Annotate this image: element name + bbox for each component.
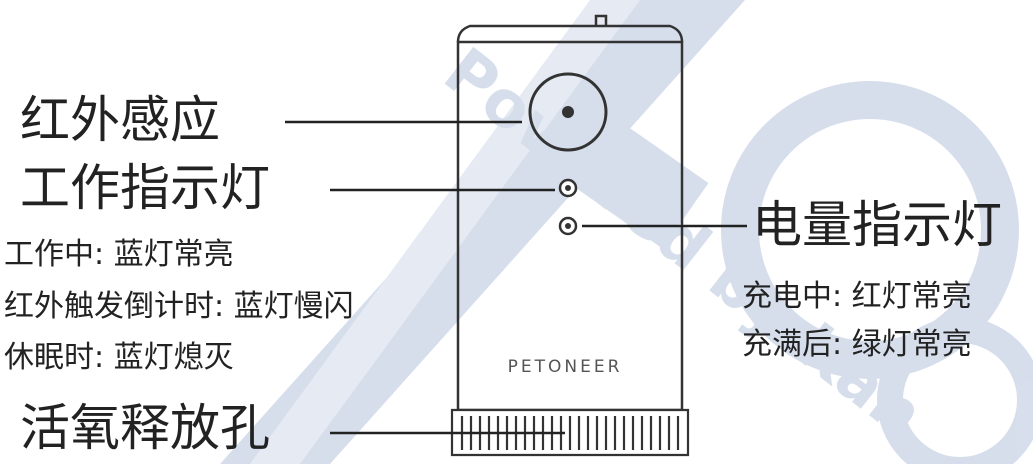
battery-light-label: 电量指示灯 <box>752 196 1002 254</box>
work-light-note-2: 红外触发倒计时: 蓝灯慢闪 <box>4 289 354 324</box>
infrared-sensor <box>528 72 608 152</box>
callout-lines <box>285 120 747 435</box>
work-light-label: 工作指示灯 <box>20 159 270 217</box>
work-light-note-3: 休眠时: 蓝灯熄灭 <box>4 340 234 375</box>
battery-light-note-2: 充满后: 绿灯常亮 <box>742 327 972 362</box>
oxygen-vent-label: 活氧释放孔 <box>20 399 270 457</box>
work-light-note-1: 工作中: 蓝灯常亮 <box>4 237 234 272</box>
work-indicator <box>558 178 578 198</box>
battery-indicator <box>558 216 578 236</box>
infrared-label: 红外感应 <box>20 91 220 149</box>
battery-light-note-1: 充电中: 红灯常亮 <box>742 279 972 314</box>
device-brand: PETONEER <box>507 357 623 377</box>
